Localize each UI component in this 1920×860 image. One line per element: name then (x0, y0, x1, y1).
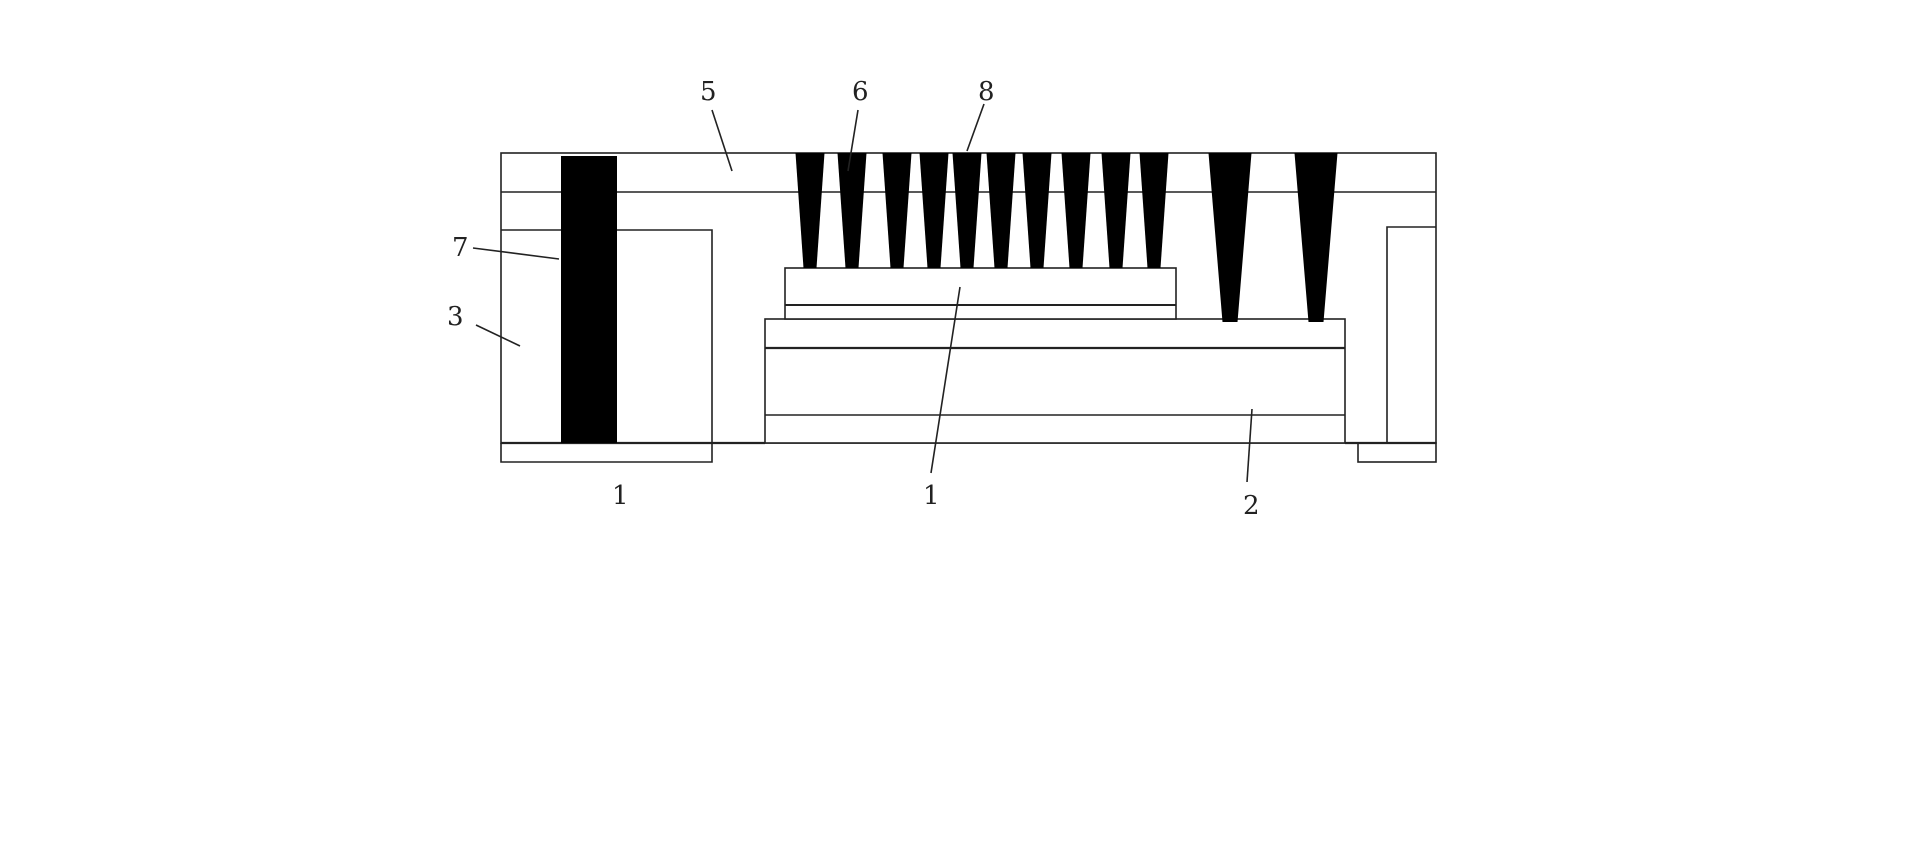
right-base-pad (1357, 442, 1437, 463)
leader-line-2 (1246, 408, 1253, 483)
tapered-via-6 (1139, 153, 1169, 268)
label-1-left: 1 (612, 481, 629, 511)
label-8: 8 (978, 77, 995, 107)
leader-line-6 (847, 109, 859, 172)
via-conductor-7 (561, 156, 617, 443)
leader-line-7 (472, 247, 560, 260)
large-tapered-via (1208, 153, 1252, 322)
tapered-via-6 (795, 153, 825, 268)
label-1-center: 1 (923, 481, 940, 511)
chip-1 (784, 267, 1177, 320)
tapered-via-6 (952, 153, 982, 268)
tapered-via-group (795, 153, 1338, 322)
tapered-via-6 (1101, 153, 1131, 268)
large-tapered-via (1294, 153, 1338, 322)
leader-line-1 (930, 286, 961, 474)
label-7: 7 (452, 233, 469, 263)
tapered-via-6 (919, 153, 949, 268)
right-frame (1386, 226, 1436, 443)
label-3: 3 (447, 302, 464, 332)
tapered-via-6 (1022, 153, 1052, 268)
substrate-2 (764, 318, 1346, 444)
tapered-via-6 (837, 153, 867, 268)
label-6: 6 (852, 77, 869, 107)
tapered-via-6 (882, 153, 912, 268)
label-5: 5 (700, 77, 717, 107)
tapered-via-6 (1061, 153, 1091, 268)
label-2: 2 (1243, 491, 1260, 521)
leader-line-8 (966, 103, 985, 152)
left-frame-3 (500, 229, 713, 463)
leader-line-3 (475, 324, 521, 347)
tapered-via-6 (986, 153, 1016, 268)
leader-line-5 (711, 109, 733, 172)
